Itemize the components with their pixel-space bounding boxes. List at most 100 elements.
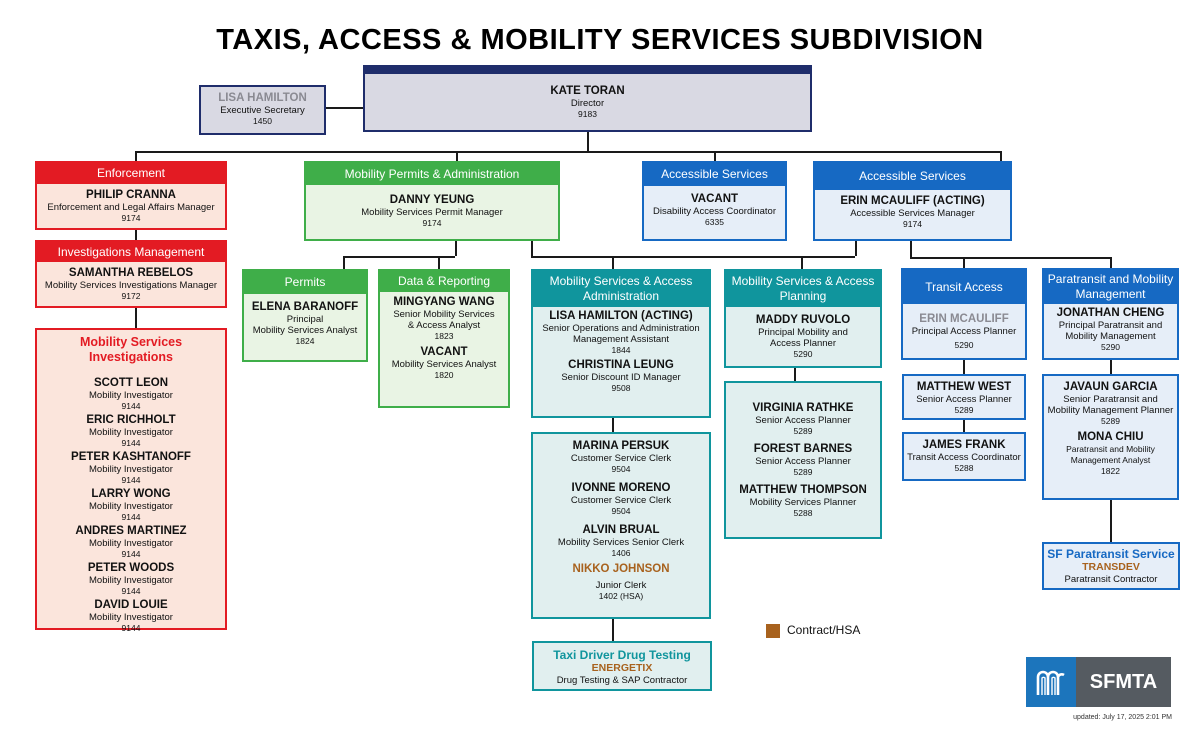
msa-admin-p1-name: LISA HAMILTON (ACTING): [549, 310, 693, 322]
investigator-entry: PETER WOODS Mobility Investigator 9144: [37, 562, 225, 597]
connector: [794, 368, 796, 381]
paratransit-name: JONATHAN CHENG: [1056, 307, 1165, 319]
enforcement-name: PHILIP CRANNA: [86, 189, 176, 201]
transit-frank-name: JAMES FRANK: [922, 439, 1006, 451]
staff-entry: ALVIN BRUAL Mobility Services Senior Cle…: [533, 524, 709, 559]
paratransit-header: Paratransit and Mobility Management: [1044, 270, 1177, 304]
staff-entry: IVONNE MORENO Customer Service Clerk 950…: [533, 482, 709, 517]
enforcement-title: Enforcement and Legal Affairs Manager: [47, 202, 215, 213]
accessible1-name: VACANT: [690, 193, 739, 205]
director-name: KATE TORAN: [550, 85, 625, 97]
investigator-title: Mobility Investigator: [89, 501, 173, 512]
updated-timestamp: updated: July 17, 2025 2:01 PM: [1073, 714, 1172, 721]
paratransit-box: Paratransit and Mobility Management JONA…: [1042, 268, 1179, 360]
enforcement-code: 9174: [121, 213, 141, 223]
planner-code: 5289: [793, 426, 813, 436]
paratransit-p2-name: MONA CHIU: [1077, 431, 1144, 443]
investigator-code: 9144: [121, 549, 141, 559]
permits-header: Permits: [244, 271, 366, 294]
msa-staff-box: MARINA PERSUK Customer Service Clerk 950…: [531, 432, 711, 619]
msa-admin-p1-title1: Senior Operations and Administration: [542, 323, 700, 334]
mpa-header: Mobility Permits & Administration: [306, 163, 558, 185]
secretary-title: Executive Secretary: [220, 105, 305, 116]
msa-planning-name: MADDY RUVOLO: [755, 314, 851, 326]
investigator-title: Mobility Investigator: [89, 427, 173, 438]
paratransit-p2-title2: Management Analyst: [1070, 455, 1151, 465]
permits-title2: Mobility Services Analyst: [252, 325, 358, 336]
planner-entry: VIRGINIA RATHKE Senior Access Planner 52…: [726, 402, 880, 437]
connector: [343, 256, 345, 269]
msa-admin-box: Mobility Services & Access Administratio…: [531, 269, 711, 418]
connector: [910, 257, 1110, 259]
director-title: Director: [570, 98, 605, 109]
page-title: TAXIS, ACCESS & MOBILITY SERVICES SUBDIV…: [216, 24, 984, 56]
connector: [438, 256, 440, 269]
paratransit-p1-code: 5289: [1101, 416, 1120, 426]
investigator-entry: PETER KASHTANOFF Mobility Investigator 9…: [37, 451, 225, 486]
transit-frank-code: 5288: [954, 463, 974, 473]
planner-title: Mobility Services Planner: [749, 497, 857, 508]
paratransit-code: 5290: [1101, 342, 1120, 352]
staff-entry-contract: NIKKO JOHNSON Junior Clerk 1402 (HSA): [533, 563, 709, 602]
investigator-code: 9144: [121, 475, 141, 485]
investigator-entry: ERIC RICHHOLT Mobility Investigator 9144: [37, 414, 225, 449]
data-reporting-p2-code: 1820: [434, 370, 454, 380]
mpa-title: Mobility Services Permit Manager: [361, 207, 503, 218]
planner-title: Senior Access Planner: [755, 415, 851, 426]
investigator-title: Mobility Investigator: [89, 538, 173, 549]
msa-planning-title1: Principal Mobility and: [758, 327, 848, 338]
data-reporting-p1-title1: Senior Mobility Services: [393, 309, 495, 320]
investigator-name: ANDRES MARTINEZ: [75, 525, 187, 537]
connector: [455, 241, 457, 256]
investigator-name: PETER WOODS: [87, 562, 175, 574]
investigations-mgmt-name: SAMANTHA REBELOS: [68, 267, 194, 279]
investigations-box: Mobility Services Investigations SCOTT L…: [35, 328, 227, 633]
accessible2-name: ERIN MCAULIFF (ACTING): [840, 195, 985, 207]
staff-title: Mobility Services Senior Clerk: [557, 537, 685, 548]
investigations-mgmt-box: Investigations Management SAMANTHA REBEL…: [35, 240, 227, 308]
investigator-name: PETER KASHTANOFF: [71, 451, 191, 463]
msa-admin-p1-title2: Management Assistant: [572, 334, 670, 345]
staff-entry: MARINA PERSUK Customer Service Clerk 950…: [533, 440, 709, 475]
data-reporting-p1-code: 1823: [434, 331, 454, 341]
transit-west-box: MATTHEW WEST Senior Access Planner 5289: [902, 374, 1026, 420]
transit-access-box: Transit Access ERIN MCAULIFF Principal A…: [901, 268, 1027, 360]
connector: [910, 241, 912, 258]
connector: [135, 151, 1001, 153]
investigator-name: ERIC RICHHOLT: [86, 414, 176, 426]
mpa-code: 9174: [422, 218, 442, 228]
investigator-title: Mobility Investigator: [89, 575, 173, 586]
sf-paratransit-header: SF Paratransit Service: [1047, 547, 1175, 561]
investigations-header-line1: Mobility Services: [79, 335, 183, 349]
connector: [135, 308, 137, 328]
sfmta-logo-icon: [1026, 657, 1076, 707]
msa-planning-code: 5290: [793, 349, 813, 359]
connector: [135, 230, 137, 240]
data-reporting-p1-title2: & Access Analyst: [407, 320, 481, 331]
connector: [612, 256, 614, 269]
transit-west-title: Senior Access Planner: [916, 394, 1012, 405]
accessible2-box: Accessible Services ERIN MCAULIFF (ACTIN…: [813, 161, 1012, 241]
permits-name: ELENA BARANOFF: [251, 301, 359, 313]
staff-name: NIKKO JOHNSON: [572, 563, 670, 575]
connector: [855, 241, 857, 256]
paratransit-p2-title1: Paratransit and Mobility: [1066, 444, 1155, 454]
planner-code: 5288: [793, 508, 813, 518]
transit-access-code: 5290: [954, 340, 974, 350]
investigator-entry: ANDRES MARTINEZ Mobility Investigator 91…: [37, 525, 225, 560]
secretary-name: LISA HAMILTON: [218, 92, 307, 104]
connector: [612, 619, 614, 641]
investigator-code: 9144: [121, 512, 141, 522]
paratransit-p2-code: 1822: [1101, 466, 1120, 476]
transit-west-name: MATTHEW WEST: [916, 381, 1012, 393]
accessible1-header: Accessible Services: [644, 163, 785, 186]
planner-name: VIRGINIA RATHKE: [752, 402, 854, 414]
connector: [1000, 151, 1002, 161]
sf-paratransit-name: TRANSDEV: [1082, 561, 1140, 573]
staff-name: ALVIN BRUAL: [582, 524, 660, 536]
msa-admin-p2-name: CHRISTINA LEUNG: [568, 359, 674, 371]
planner-name: FOREST BARNES: [753, 443, 853, 455]
investigator-code: 9144: [121, 623, 141, 633]
connector: [531, 241, 533, 256]
planner-title: Senior Access Planner: [755, 456, 851, 467]
